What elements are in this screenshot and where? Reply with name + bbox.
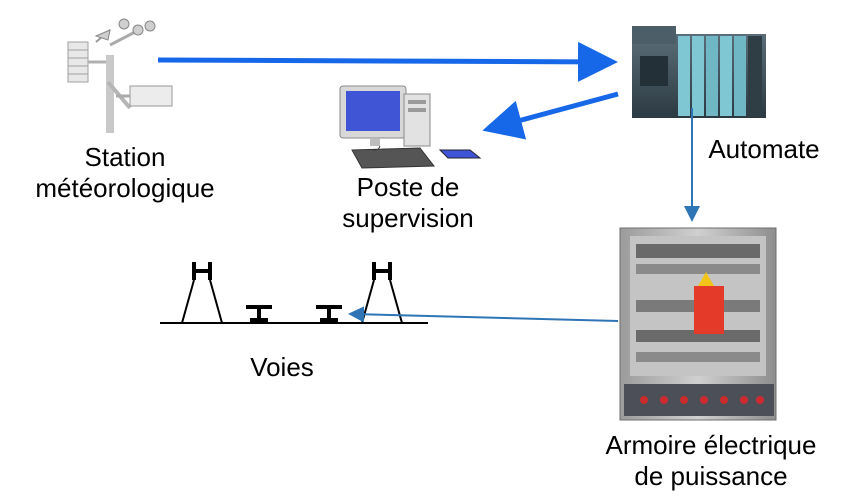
label-poste-line2: supervision [342,203,474,233]
computer-icon [339,85,482,169]
weather-station-icon [67,18,173,133]
plc-icon [632,26,766,118]
arrow-automate-to-poste [482,91,619,140]
label-armoire-line2: de puissance [634,461,788,491]
label-armoire-electrique: Armoire électrique de puissance [580,430,842,492]
arrow-station-to-automate [157,41,618,82]
arrow-armoire-to-voies [348,306,619,323]
label-station-meteorologique: Station météorologique [10,142,240,204]
label-poste-line1: Poste de [356,172,460,202]
rail-track-icon [160,262,428,324]
label-station-line2: météorologique [35,173,215,203]
label-armoire-line1: Armoire électrique [605,430,817,460]
electrical-cabinet-icon [619,227,777,421]
label-poste-supervision: Poste de supervision [318,172,498,234]
label-station-line1: Station [84,142,166,172]
label-automate: Automate [708,134,820,164]
label-voies: Voies [250,352,314,382]
